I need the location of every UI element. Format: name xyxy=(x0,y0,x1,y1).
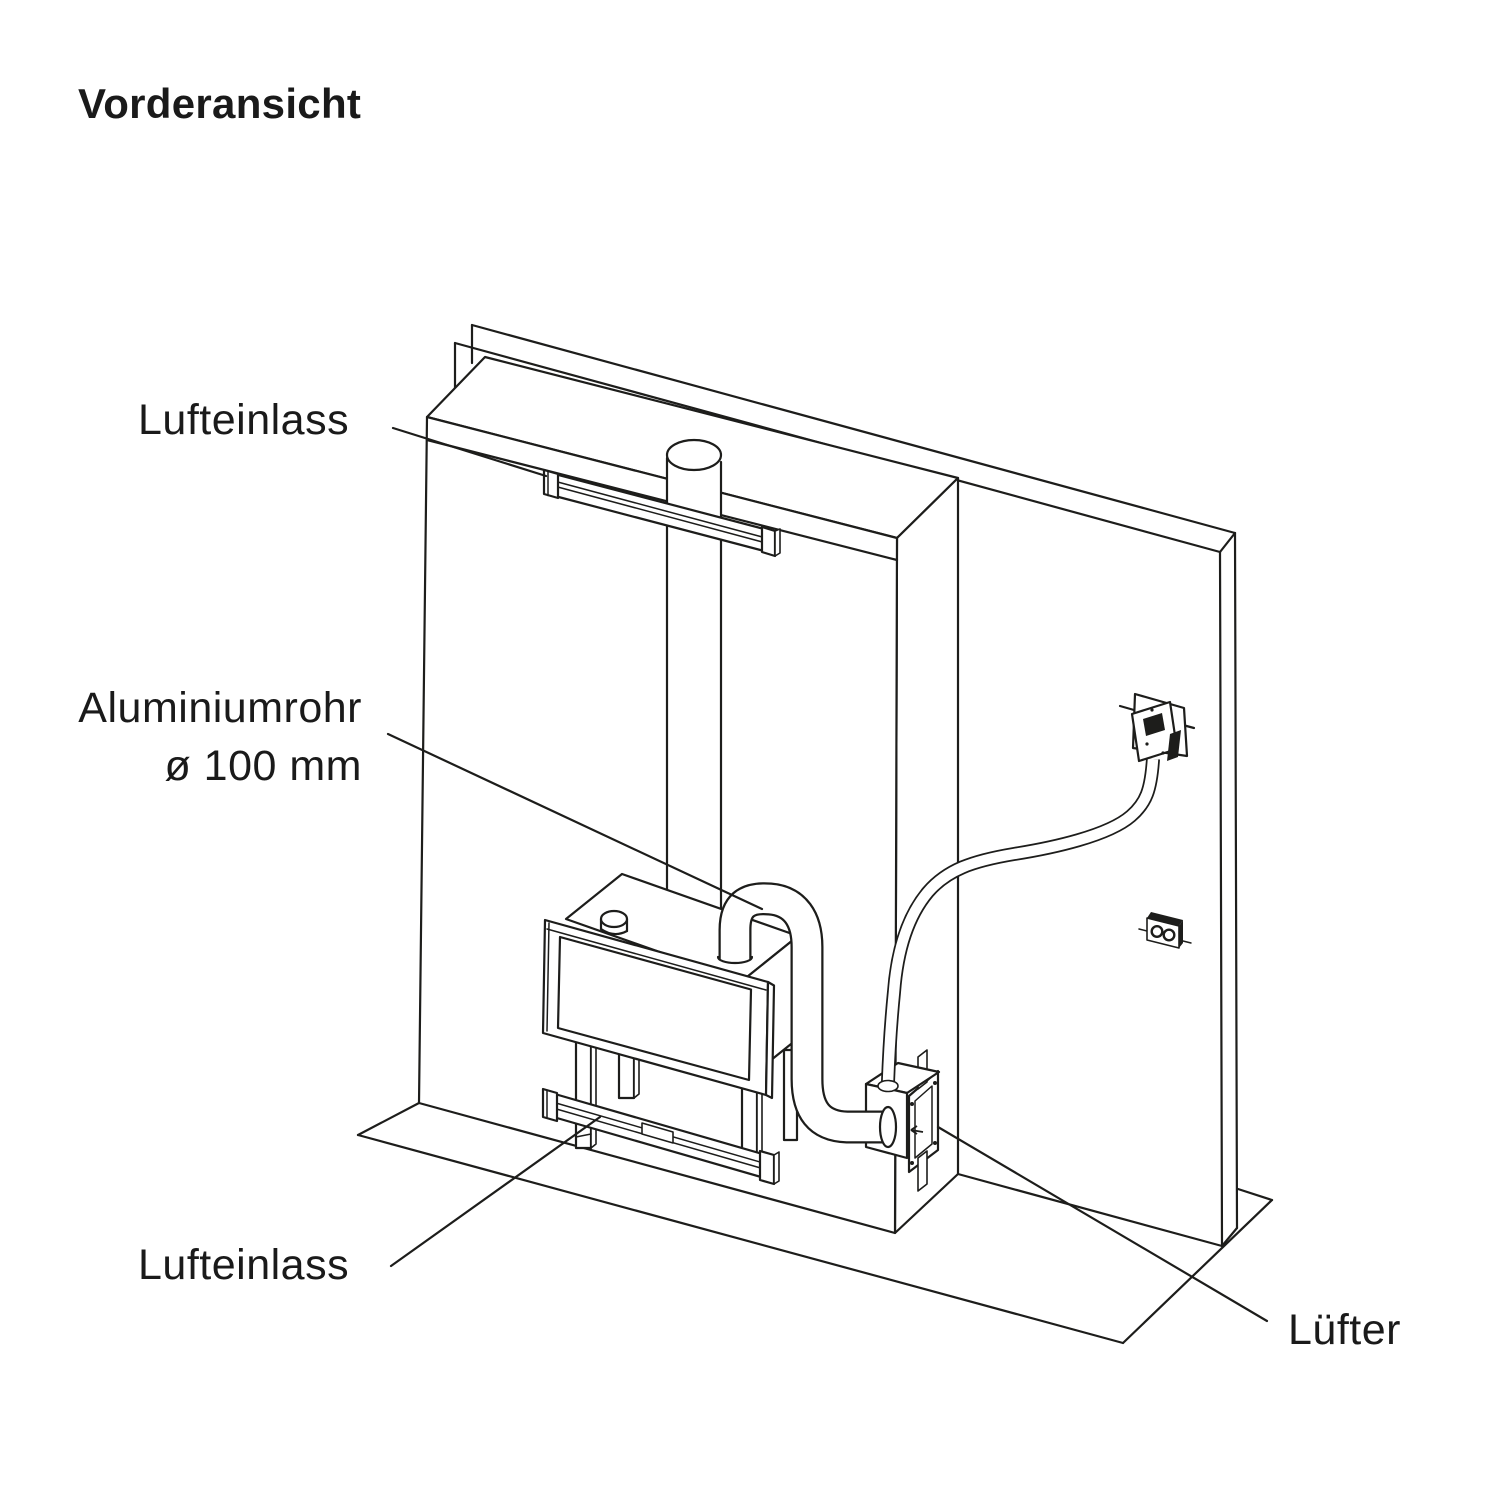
bottom-bar-left-cap xyxy=(541,1087,559,1123)
right-wall xyxy=(1218,531,1239,1248)
fan-bracket-bottom xyxy=(917,1150,928,1192)
page-title: Vorderansicht xyxy=(78,80,361,127)
door-frame-side xyxy=(764,980,776,1100)
wall-bottom-corner xyxy=(1220,1226,1239,1248)
leader-air-inlet-top xyxy=(391,426,548,478)
cable-flange xyxy=(877,1079,899,1093)
socket-top-shade xyxy=(1147,912,1183,926)
control-box-button xyxy=(1143,713,1165,736)
chimney-front-top-line xyxy=(425,438,899,562)
platform-front-edge xyxy=(356,1133,1125,1345)
wall-bottom-edge xyxy=(956,1172,1224,1248)
leader-aluminium-pipe xyxy=(386,732,764,911)
leader-fan xyxy=(936,1125,1269,1323)
grille-right-cap-side xyxy=(774,528,781,557)
label-air-inlet-bottom: Lufteinlass xyxy=(138,1241,349,1289)
flue-pipe-top-opening xyxy=(665,438,723,472)
stove-leg-side xyxy=(590,1036,597,1149)
wall-right-outer-edge xyxy=(1233,531,1239,1230)
bottom-bar-right-cap-side xyxy=(773,1151,780,1185)
mount-tick xyxy=(1138,928,1148,932)
socket-hole xyxy=(1162,928,1176,942)
label-air-inlet-top: Lufteinlass xyxy=(138,396,349,444)
back-panel-top-edge xyxy=(470,323,1237,535)
flex-pipe-flange xyxy=(878,1105,898,1149)
leader-air-inlet-bottom xyxy=(389,1115,602,1268)
flue-pipe xyxy=(665,438,723,946)
label-aluminium-pipe-line1: Aluminiumrohr xyxy=(78,684,362,732)
mount-tick xyxy=(1118,704,1136,712)
grille-left-cap xyxy=(542,468,560,500)
stove-top-stub xyxy=(599,909,629,936)
flue-pipe-body xyxy=(667,452,721,942)
socket-hole xyxy=(1150,925,1164,939)
air-inlet-bar-bottom xyxy=(541,1087,780,1186)
bottom-bar-notch xyxy=(641,1122,674,1144)
label-aluminium-pipe-line2: ø 100 mm xyxy=(164,742,362,790)
control-box xyxy=(1118,692,1196,763)
label-fan: Lüfter xyxy=(1288,1306,1401,1354)
platform-right-edge xyxy=(1121,1198,1274,1345)
platform-back-edge xyxy=(1236,1187,1274,1202)
bottom-bar-right-cap xyxy=(758,1149,776,1186)
door-glass xyxy=(556,935,753,1082)
air-inlet-grille-top xyxy=(542,468,781,558)
wall-right-inner-edge xyxy=(1218,550,1224,1248)
aluminium-flex-pipe xyxy=(716,882,898,1149)
airflow-arrow-icon xyxy=(910,1125,924,1135)
grille-right-cap xyxy=(760,525,777,558)
flex-pipe-base-arc xyxy=(716,955,754,965)
stove-door-frame xyxy=(541,918,776,1100)
leader-lines xyxy=(386,426,1269,1323)
power-socket xyxy=(1138,912,1192,949)
wall-top-corner xyxy=(1218,531,1237,554)
fan-opening xyxy=(914,1085,933,1159)
socket-side-shade xyxy=(1179,920,1183,948)
control-box-side-shade xyxy=(1167,730,1181,761)
floor-lines xyxy=(356,1101,1274,1345)
control-cable xyxy=(877,758,1160,1093)
platform-left-edge xyxy=(356,1101,421,1137)
